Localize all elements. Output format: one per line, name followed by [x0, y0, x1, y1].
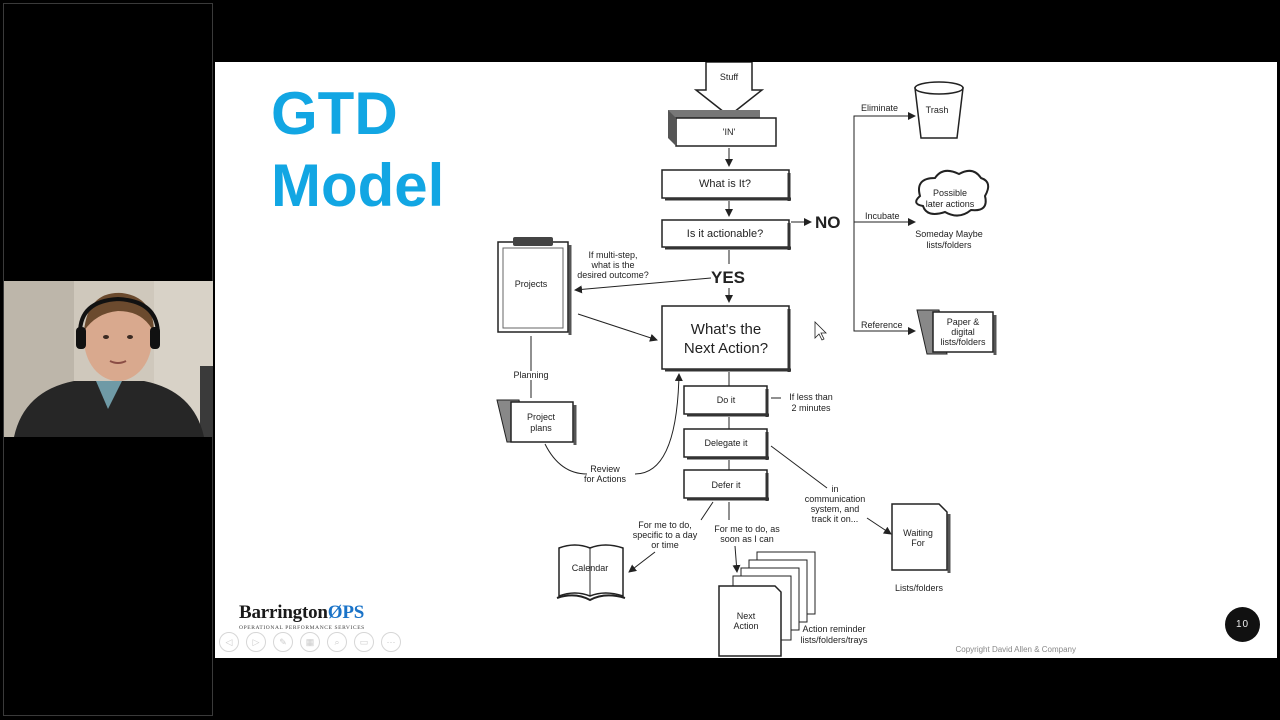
slide-title: GTD Model	[271, 78, 444, 222]
eliminate-label: Eliminate	[861, 103, 898, 113]
asap-label-1: For me to do, as	[714, 524, 780, 534]
in-label: 'IN'	[723, 127, 736, 137]
no-label: NO	[815, 213, 841, 232]
multistep-label-3: desired outcome?	[577, 270, 649, 280]
next-action-stack: Next Action	[718, 551, 816, 657]
more-icon[interactable]: ⋯	[381, 632, 401, 652]
what-is-it-box: What is It?	[661, 169, 791, 201]
presenter-image	[4, 281, 213, 437]
do-it-box: Do it	[683, 385, 769, 417]
brand-name-part-2: PS	[342, 602, 365, 623]
possible-cloud: Possible later actions	[915, 169, 990, 217]
reminder-label-1: Action reminder	[802, 624, 865, 634]
specific-label-1: For me to do,	[638, 520, 692, 530]
next-label-1: Next	[737, 611, 756, 621]
projects-clipboard: Projects	[497, 237, 572, 335]
copyright-text: Copyright David Allen & Company	[955, 645, 1076, 654]
webcam-video	[4, 281, 213, 437]
in-tray: 'IN'	[668, 110, 777, 147]
specific-label-3: or time	[651, 540, 679, 550]
zoom-icon[interactable]: ⌕	[327, 632, 347, 652]
project-plans-label-2: plans	[530, 423, 552, 433]
delegate-it-label: Delegate it	[704, 438, 748, 448]
trash-label: Trash	[926, 105, 949, 115]
comm-label-1: in	[831, 484, 838, 494]
multistep-label-1: If multi-step,	[588, 250, 637, 260]
waiting-for-document: Waiting For	[891, 503, 951, 573]
waiting-label-1: Waiting	[903, 528, 933, 538]
mouse-cursor-icon	[814, 321, 827, 341]
next-icon[interactable]: ▷	[246, 632, 266, 652]
brand-tagline: OPERATIONAL PERFORMANCE SERVICES	[239, 625, 365, 631]
incubate-label: Incubate	[865, 211, 900, 221]
delegate-it-box: Delegate it	[683, 428, 769, 460]
what-is-it-label: What is It?	[699, 178, 751, 190]
less-than-label-2: 2 minutes	[791, 403, 831, 413]
multistep-label-2: what is the	[590, 260, 634, 270]
next-action-box: What's the Next Action?	[661, 305, 791, 372]
reminder-label-2: lists/folders/trays	[800, 635, 868, 645]
reference-folder: Paper & digital lists/folders	[916, 309, 997, 355]
project-plans-folder: Project plans	[496, 399, 577, 445]
specific-label-2: specific to a day	[633, 530, 698, 540]
calendar-book: Calendar	[556, 544, 626, 602]
barrington-ops-logo: BarringtonØPS OPERATIONAL PERFORMANCE SE…	[239, 602, 365, 631]
next-label-2: Action	[733, 621, 758, 631]
paper-label-1: Paper &	[947, 317, 980, 327]
pen-icon[interactable]: ✎	[273, 632, 293, 652]
defer-it-box: Defer it	[683, 469, 769, 501]
stuff-label: Stuff	[720, 72, 739, 82]
asap-label-2: soon as I can	[720, 534, 774, 544]
brand-name-part-1: Barrington	[239, 602, 328, 623]
paper-label-3: lists/folders	[940, 337, 986, 347]
next-action-label-1: What's the	[691, 321, 761, 338]
less-than-label-1: If less than	[789, 392, 833, 402]
stuff-arrow: Stuff	[693, 62, 765, 117]
presentation-slide: GTD Model Stuff 'IN'	[215, 62, 1277, 658]
review-label-2: for Actions	[584, 474, 627, 484]
project-plans-label-1: Project	[527, 412, 556, 422]
previous-icon[interactable]: ◁	[219, 632, 239, 652]
waiting-lists-label: Lists/folders	[895, 583, 944, 593]
comm-label-3: system, and	[811, 504, 860, 514]
slide-title-line-1: GTD	[271, 80, 398, 147]
possible-label-1: Possible	[933, 188, 967, 198]
actionable-box: Is it actionable?	[661, 219, 791, 250]
paper-label-2: digital	[951, 327, 975, 337]
someday-label-2: lists/folders	[926, 240, 972, 250]
trash-can: Trash	[914, 81, 964, 139]
waiting-label-2: For	[911, 538, 925, 548]
someday-label-1: Someday Maybe	[915, 229, 983, 239]
planning-label: Planning	[513, 370, 548, 380]
yes-label: YES	[711, 268, 745, 287]
comm-label-4: track it on...	[812, 514, 859, 524]
reference-label: Reference	[861, 320, 903, 330]
defer-it-label: Defer it	[711, 480, 741, 490]
comm-label-2: communication	[805, 494, 866, 504]
slides-icon[interactable]: ▦	[300, 632, 320, 652]
calendar-label: Calendar	[572, 563, 609, 573]
subtitles-icon[interactable]: ▭	[354, 632, 374, 652]
next-action-label-2: Next Action?	[684, 340, 768, 357]
slideshow-controls: ◁ ▷ ✎ ▦ ⌕ ▭ ⋯	[219, 632, 401, 654]
actionable-label: Is it actionable?	[687, 228, 763, 240]
gtd-flowchart: Stuff 'IN' What is It?	[496, 62, 997, 657]
do-it-label: Do it	[717, 395, 736, 405]
slide-number-badge: 10	[1225, 607, 1260, 642]
review-label-1: Review	[590, 464, 620, 474]
slide-title-line-2: Model	[271, 152, 445, 219]
projects-label: Projects	[515, 279, 548, 289]
possible-label-2: later actions	[926, 199, 975, 209]
